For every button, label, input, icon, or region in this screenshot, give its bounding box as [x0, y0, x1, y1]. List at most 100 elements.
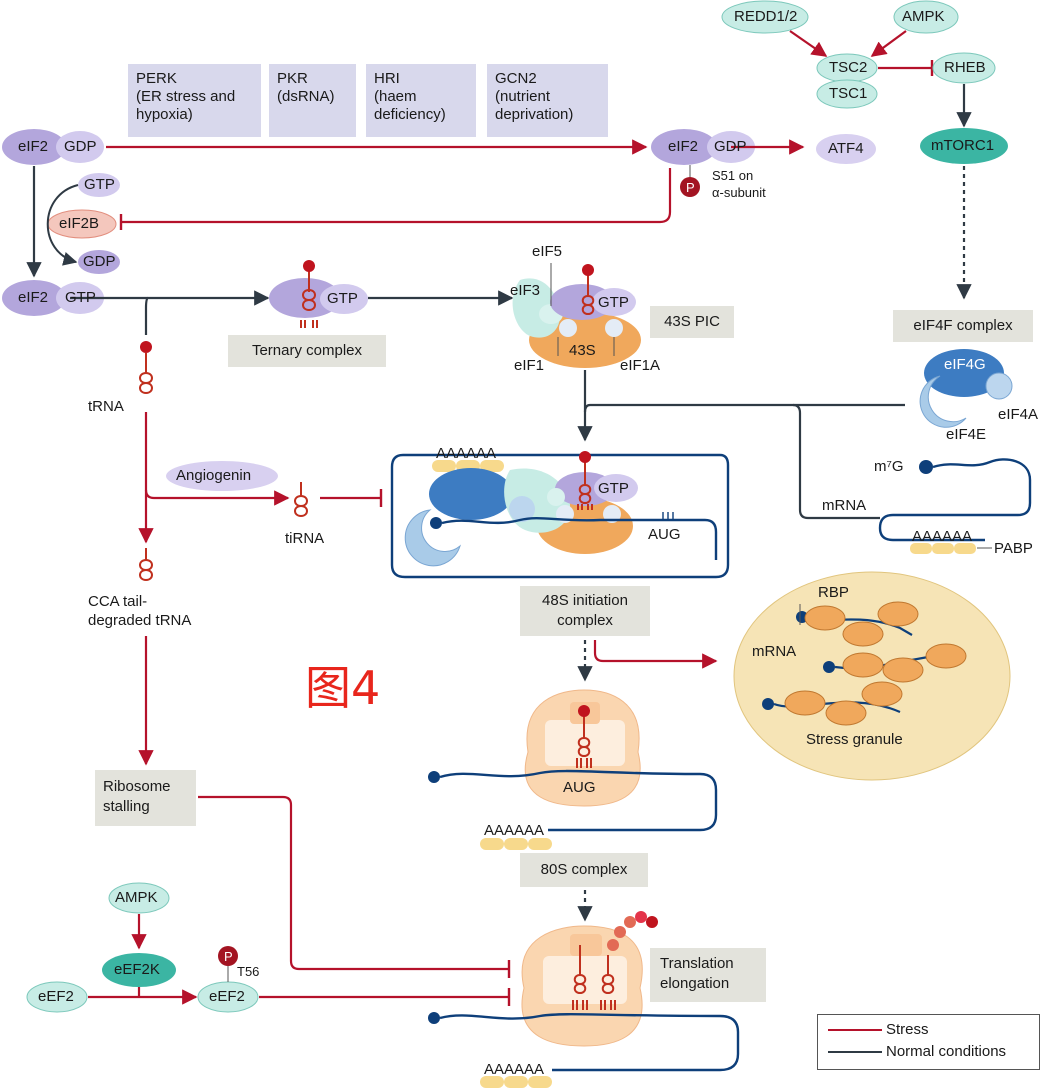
kinase-detail: (nutrient: [495, 88, 551, 105]
legend-item-normal: Normal conditions: [828, 1043, 1006, 1060]
tirna-label: tiRNA: [285, 530, 325, 547]
gtp-small-bubble: [78, 173, 120, 197]
redd-label: REDD1/2: [734, 8, 798, 25]
atf4-label: ATF4: [828, 140, 864, 157]
tsc1-label: TSC1: [829, 85, 868, 102]
eif2-phospho-eif2: eIF2: [668, 138, 699, 155]
atf4-bubble: [816, 134, 876, 164]
phospho-p-t56: P: [224, 949, 233, 964]
ternary-complex-shape: [269, 260, 368, 328]
elongation-ribosome-shape: [428, 911, 740, 1088]
angiogenin-bubble: [166, 461, 278, 491]
legend-item-stress: Stress: [828, 1021, 929, 1038]
trna-label: tRNA: [88, 398, 124, 415]
pic-gtp-label: GTP: [598, 294, 629, 311]
elongation-line1: Translation: [660, 955, 734, 972]
init48s-line1: 48S initiation: [542, 592, 628, 609]
elongation-label: Translation elongation: [650, 948, 766, 1002]
eif2-gtp-left-eif2: eIF2: [18, 289, 49, 306]
polya-elong-label: AAAAAA: [484, 1061, 545, 1078]
eif5-label: eIF5: [532, 243, 563, 260]
gdp-bubble-label: GDP: [83, 253, 116, 270]
mrna-join-line: [792, 403, 880, 520]
kinase-detail: (ER stress and: [136, 88, 236, 105]
eif1-label: eIF1: [514, 357, 545, 374]
pic-43s-inner: 43S: [569, 342, 596, 359]
pabp-shapes: [910, 543, 976, 554]
kinase-name: GCN2: [495, 70, 537, 87]
aug-80s-label: AUG: [563, 779, 596, 796]
cca-label-line2: degraded tRNA: [88, 612, 192, 629]
pabp-label: PABP: [994, 540, 1033, 557]
rheb-label: RHEB: [944, 59, 986, 76]
m7g-label: m⁷G: [874, 458, 904, 475]
phospho-p-s51: P: [686, 180, 695, 195]
inhibit-elongation-stalling: [198, 795, 508, 971]
cca-label-line1: CCA tail-: [88, 593, 148, 610]
complex-80s-shape: [428, 689, 718, 850]
eif1a-label: eIF1A: [620, 357, 661, 374]
rheb-bubble: [932, 52, 996, 84]
eif2-gdp-left: [2, 129, 104, 165]
t56-label: T56: [237, 964, 260, 979]
gtp-48s-label: GTP: [598, 480, 629, 497]
mtorc1-label: mTORC1: [931, 137, 995, 154]
legend-label: Stress: [886, 1021, 929, 1038]
ampk-bottom-label: AMPK: [115, 889, 158, 906]
arrow-redd-tsc: [789, 30, 828, 57]
eef2-p-label: eEF2: [209, 988, 245, 1005]
polya-80s-label: AAAAAA: [484, 822, 545, 839]
kinase-detail: (dsRNA): [277, 88, 335, 105]
eef2k-bubble: [102, 953, 176, 987]
figure-mark: 图4: [305, 661, 381, 715]
eif2-gdp-left-gdp: GDP: [64, 138, 97, 155]
kinase-name: HRI: [374, 70, 400, 87]
m7g-cap-dot: [919, 460, 933, 474]
ampk-top-label: AMPK: [902, 8, 945, 25]
stalling-line2: stalling: [103, 798, 150, 815]
arrow-trna-to-tirna: [144, 489, 290, 506]
ampk-bottom-bubble: [108, 882, 170, 914]
init48s-label: 48S initiation complex: [520, 586, 650, 636]
trna-join-line: [144, 296, 149, 335]
stalling-line1: Ribosome: [103, 778, 171, 795]
elongation-line2: elongation: [660, 975, 730, 992]
eif4a-label: eIF4A: [998, 406, 1039, 423]
kinase-name: PKR: [277, 70, 308, 87]
phospho-dot-t56: [218, 946, 238, 966]
legend-swatch-normal: [828, 1050, 882, 1053]
eif4e-label: eIF4E: [946, 426, 987, 443]
eef2k-label: eEF2K: [114, 961, 160, 978]
legend-swatch-stress: [828, 1028, 882, 1031]
kinase-box-gcn2: GCN2 (nutrient deprivation): [487, 64, 608, 137]
kinase-detail: deficiency): [374, 106, 446, 123]
eif2-phospho-gdp: GDP: [714, 138, 747, 155]
pic-43s-label: 43S PIC: [650, 306, 734, 338]
ternary-complex-label: Ternary complex: [228, 335, 386, 367]
eif2-gdp-left-eif2: eIF2: [18, 138, 49, 155]
kinase-box-perk: PERK (ER stress and hypoxia): [128, 64, 261, 137]
tirna-shape: [294, 482, 308, 517]
eef2-label: eEF2: [38, 988, 74, 1005]
eef2-bubble: [26, 981, 88, 1013]
mrna-label-right: mRNA: [822, 497, 867, 514]
kinase-box-hri: HRI (haem deficiency): [366, 64, 476, 137]
kinase-name: PERK: [136, 70, 177, 87]
init48s-line2: complex: [557, 612, 613, 629]
pic-43s-shape: [512, 264, 641, 368]
s51-label-line1: S51 on: [712, 168, 754, 183]
eif4f-complex-label: eIF4F complex: [893, 310, 1033, 342]
arrow-48s-to-granule: [593, 640, 718, 669]
polya-48s-label: AAAAAA: [436, 445, 497, 462]
phospho-dot-s51: [680, 177, 700, 197]
kinase-box-pkr: PKR (dsRNA): [269, 64, 356, 137]
eif4f-join-line: [583, 403, 905, 413]
cca-trna-shape: [139, 548, 153, 581]
ternary-gtp-label: GTP: [327, 290, 358, 307]
tsc2-label: TSC2: [829, 59, 868, 76]
rbp-label: RBP: [818, 584, 849, 601]
kinase-detail: deprivation): [495, 106, 574, 123]
mrna-strand-right: [878, 458, 1032, 542]
gdp-small-bubble: [78, 250, 120, 274]
